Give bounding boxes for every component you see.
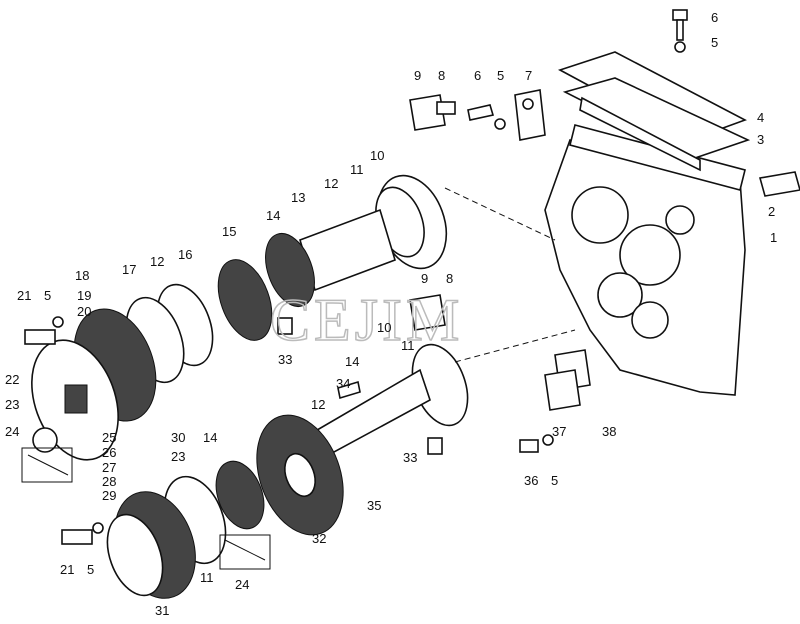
part-label-24: 24 — [235, 577, 249, 592]
stud-2 — [758, 171, 800, 197]
part-label-4: 4 — [757, 110, 764, 125]
part-label-9: 9 — [421, 271, 428, 286]
part-label-26: 26 — [102, 445, 116, 460]
part-label-9: 9 — [414, 68, 421, 83]
part-label-16: 16 — [178, 247, 192, 262]
small-parts — [21, 316, 591, 570]
part-label-5: 5 — [44, 288, 51, 303]
part-label-28: 28 — [102, 474, 116, 489]
part-label-38: 38 — [602, 424, 616, 439]
part-label-5: 5 — [87, 562, 94, 577]
part-label-36: 36 — [524, 473, 538, 488]
part-label-21: 21 — [17, 288, 31, 303]
part-label-6: 6 — [474, 68, 481, 83]
part-label-27: 27 — [102, 460, 116, 475]
part-label-23: 23 — [171, 449, 185, 464]
part-label-24: 24 — [5, 424, 19, 439]
lower-shaft-assembly — [106, 343, 469, 599]
part-label-5: 5 — [711, 35, 718, 50]
part-label-29: 29 — [102, 488, 116, 503]
part-label-12: 12 — [324, 176, 338, 191]
part-label-12: 12 — [150, 254, 164, 269]
part-label-5: 5 — [551, 473, 558, 488]
part-label-6: 6 — [711, 10, 718, 25]
part-label-31: 31 — [155, 603, 169, 618]
upper-shaft-assembly — [31, 174, 448, 461]
part-label-18: 18 — [75, 268, 89, 283]
part-label-2: 2 — [768, 204, 775, 219]
part-label-35: 35 — [367, 498, 381, 513]
part-label-21: 21 — [60, 562, 74, 577]
part-label-32: 32 — [312, 531, 326, 546]
part-label-10: 10 — [377, 320, 391, 335]
part-label-23: 23 — [5, 397, 19, 412]
part-label-33: 33 — [278, 352, 292, 367]
part-number-labels: 6 5 9 8 6 5 7 4 3 10 11 12 13 2 14 15 1 16 12 17 18 19 21 5 20 9 8… — [5, 10, 777, 618]
part-label-34: 34 — [336, 376, 350, 391]
part-label-33: 33 — [403, 450, 417, 465]
part-label-7: 7 — [525, 68, 532, 83]
part-label-25: 25 — [102, 430, 116, 445]
part-label-37: 37 — [552, 424, 566, 439]
watermark: CEJIM — [270, 287, 463, 353]
bracket-parts — [409, 89, 546, 331]
part-label-13: 13 — [291, 190, 305, 205]
bolt-top — [672, 9, 688, 53]
part-label-11: 11 — [200, 570, 214, 585]
part-label-14: 14 — [266, 208, 280, 223]
part-label-10: 10 — [370, 148, 384, 163]
part-label-17: 17 — [122, 262, 136, 277]
top-cover-plate — [557, 51, 751, 172]
part-label-15: 15 — [222, 224, 236, 239]
part-label-14: 14 — [345, 354, 359, 369]
part-label-12: 12 — [311, 397, 325, 412]
part-label-30: 30 — [171, 430, 185, 445]
part-label-8: 8 — [446, 271, 453, 286]
part-label-11: 11 — [401, 338, 415, 353]
part-label-11: 11 — [350, 162, 364, 177]
part-label-20: 20 — [77, 304, 91, 319]
part-label-19: 19 — [77, 288, 91, 303]
part-label-1: 1 — [770, 230, 777, 245]
part-label-8: 8 — [438, 68, 445, 83]
part-label-5: 5 — [497, 68, 504, 83]
gearbox-housing — [544, 124, 746, 396]
part-label-14: 14 — [203, 430, 217, 445]
part-label-3: 3 — [757, 132, 764, 147]
part-label-22: 22 — [5, 372, 19, 387]
